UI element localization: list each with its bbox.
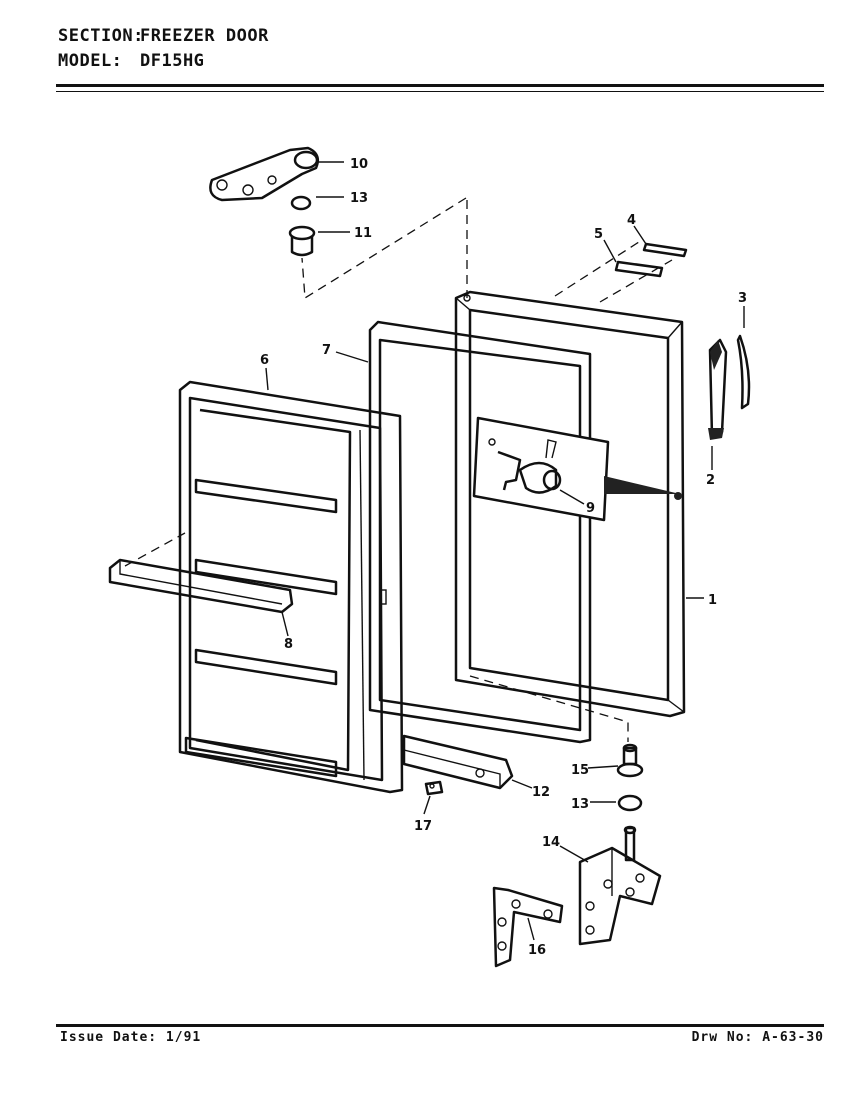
callout-2: 2 bbox=[706, 473, 715, 488]
callout-arrow-8 bbox=[281, 611, 289, 637]
lower-washer bbox=[617, 794, 643, 812]
hinge-bushing bbox=[288, 225, 316, 257]
issue-date-value: 1/91 bbox=[165, 1030, 202, 1045]
callout-15: 15 bbox=[571, 763, 589, 778]
issue-date-label: Issue Date: bbox=[60, 1030, 158, 1045]
hinge-alignment-line bbox=[301, 197, 467, 300]
callout-4: 4 bbox=[627, 213, 636, 228]
callout-arrow-4 bbox=[633, 225, 647, 245]
callout-10: 10 bbox=[350, 157, 368, 172]
trim-insert bbox=[642, 242, 688, 258]
top-hinge-plate bbox=[209, 146, 319, 202]
callout-13-upper: 13 bbox=[350, 191, 368, 206]
section-value: FREEZER DOOR bbox=[140, 26, 269, 46]
header-rule-thin bbox=[56, 91, 824, 92]
drawing-number: Drw No: A-63-30 bbox=[692, 1030, 824, 1045]
callout-arrow-12 bbox=[511, 779, 533, 789]
callout-arrow-5 bbox=[603, 239, 617, 263]
callout-7: 7 bbox=[322, 343, 331, 358]
outer-door-panel bbox=[454, 290, 686, 718]
bottom-channel bbox=[402, 734, 514, 790]
callout-14: 14 bbox=[542, 835, 560, 850]
callout-arrow-15 bbox=[587, 765, 619, 769]
lock-detail-inset bbox=[472, 416, 682, 522]
upper-washer bbox=[290, 195, 312, 211]
callout-9: 9 bbox=[586, 501, 595, 516]
header-rule-thick bbox=[56, 84, 824, 87]
section-label: SECTION: bbox=[58, 26, 144, 46]
callout-arrow-7 bbox=[335, 351, 369, 363]
handle-slot-line bbox=[554, 239, 643, 297]
callout-6: 6 bbox=[260, 353, 269, 368]
callout-5: 5 bbox=[594, 227, 603, 242]
footer-rule bbox=[56, 1024, 824, 1027]
callout-16: 16 bbox=[528, 943, 546, 958]
callout-1: 1 bbox=[708, 593, 717, 608]
section-header: SECTION:FREEZER DOOR bbox=[58, 26, 269, 46]
shelf-rail bbox=[108, 558, 294, 614]
callout-8: 8 bbox=[284, 637, 293, 652]
door-stop bbox=[424, 780, 444, 796]
model-label: MODEL: bbox=[58, 51, 123, 71]
handle-cap bbox=[736, 334, 751, 410]
callout-arrow-6 bbox=[265, 367, 269, 391]
drawing-number-label: Drw No: bbox=[691, 1030, 754, 1045]
bottom-hinge-bracket bbox=[578, 825, 662, 946]
hinge-pin-bushing bbox=[616, 743, 644, 778]
drawing-number-value: A-63-30 bbox=[762, 1030, 824, 1045]
callout-3: 3 bbox=[738, 291, 747, 306]
l-bracket bbox=[492, 886, 564, 968]
trim-strip bbox=[614, 260, 664, 278]
model-header: MODEL: DF15HG bbox=[58, 51, 204, 71]
callout-12: 12 bbox=[532, 785, 550, 800]
door-gasket bbox=[368, 320, 592, 744]
callout-13-lower: 13 bbox=[571, 797, 589, 812]
inner-door-liner bbox=[178, 380, 404, 794]
callout-17: 17 bbox=[414, 819, 432, 834]
liner-alignment-line bbox=[124, 532, 186, 567]
handle-slot-line-2 bbox=[599, 259, 673, 303]
model-value: DF15HG bbox=[140, 51, 205, 71]
callout-arrow-17 bbox=[423, 795, 431, 815]
callout-11: 11 bbox=[354, 226, 372, 241]
issue-date: Issue Date: 1/91 bbox=[60, 1030, 201, 1045]
callout-arrow-14 bbox=[559, 845, 589, 863]
door-handle bbox=[708, 338, 728, 440]
callout-arrow-16 bbox=[527, 917, 535, 941]
